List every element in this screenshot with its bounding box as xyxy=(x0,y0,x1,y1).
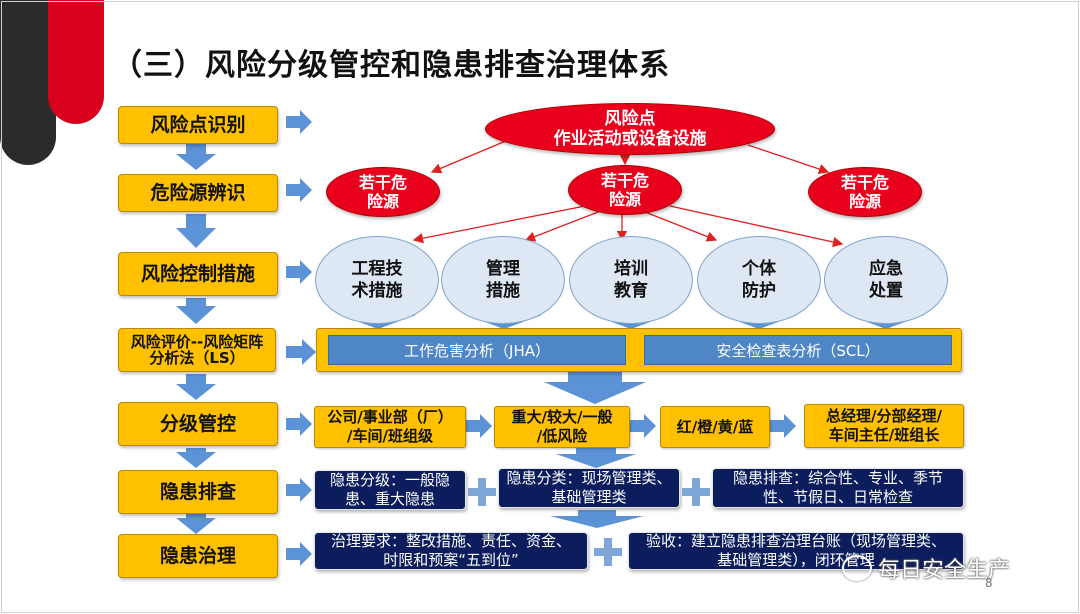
wechat-icon xyxy=(842,555,872,581)
grading-label: 红/橙/黄/蓝 xyxy=(676,417,754,436)
grading-colors: 红/橙/黄/蓝 xyxy=(660,406,770,448)
hazard-label: 险源 xyxy=(848,192,881,211)
right-arrow-1 xyxy=(286,110,312,134)
big-down-arrow-2 xyxy=(556,446,636,468)
right-arrow-10 xyxy=(770,414,796,438)
decor-red-tab xyxy=(48,0,104,124)
measure-label: 术措施 xyxy=(351,281,403,301)
inspection-label: 性、节假日、日常检查 xyxy=(762,488,913,506)
step-risk-assessment: 风险评价--风险矩阵分析法（LS） xyxy=(118,328,276,372)
step-down-arrows xyxy=(176,144,216,534)
step-right-arrows xyxy=(286,110,796,566)
hazard-label: 若干危 xyxy=(600,170,649,190)
measure-label: 教育 xyxy=(614,281,648,301)
step-hazard-identification: 危险源辨识 xyxy=(118,174,278,212)
red-connectors xyxy=(412,134,844,248)
grading-label: 总经理/分部经理/ xyxy=(826,407,942,426)
big-down-arrow-1 xyxy=(544,370,646,404)
measure-label: 处置 xyxy=(869,281,903,301)
measure-training: 培训 教育 xyxy=(569,236,693,324)
right-arrow-4 xyxy=(286,339,316,365)
step-hazard-governance: 隐患治理 xyxy=(118,534,278,578)
down-arrow-4 xyxy=(176,374,216,400)
inspection-category: 隐患分类：现场管理类、 基础管理类 xyxy=(498,468,680,508)
grading-responsibility: 总经理/分部经理/ 车间主任/班组长 xyxy=(804,404,964,448)
right-arrow-2 xyxy=(286,178,312,202)
measure-label: 个体 xyxy=(742,258,776,279)
grading-label: /低风险 xyxy=(536,427,588,445)
grading-risk-levels: 重大/较大/一般 /低风险 xyxy=(494,406,630,448)
step-risk-control-measures: 风险控制措施 xyxy=(118,252,278,296)
grading-levels: 公司/事业部（厂） /车间/班组级 xyxy=(314,406,466,448)
down-arrow-1 xyxy=(176,144,216,170)
page-number: 8 xyxy=(985,576,993,590)
grading-label: /车间/班组级 xyxy=(347,427,433,445)
measure-management: 管理 措施 xyxy=(441,236,565,324)
measure-emergency: 应急 处置 xyxy=(824,236,948,324)
hazard-ellipse-left: 若干危 险源 xyxy=(326,167,440,217)
governance-label: 治理要求：整改措施、责任、资金、 xyxy=(330,532,571,551)
watermark-text: 每日安全生产 xyxy=(878,558,1011,583)
right-arrow-3 xyxy=(286,260,312,284)
step-hazard-inspection: 隐患排查 xyxy=(118,470,278,514)
inspection-label: 隐患分级：一般隐 xyxy=(329,471,450,490)
measure-label: 措施 xyxy=(486,281,520,301)
measure-label: 应急 xyxy=(869,258,903,279)
grading-label: 重大/较大/一般 xyxy=(511,408,613,427)
hazard-label: 若干危 xyxy=(358,172,407,192)
plus-icon xyxy=(682,478,710,506)
hazard-label: 险源 xyxy=(608,190,641,209)
measure-label: 工程技 xyxy=(351,258,403,279)
analysis-jha: 工作危害分析（JHA） xyxy=(328,335,626,365)
down-arrow-6 xyxy=(176,514,216,534)
inspection-label: 隐患排查：综合性、专业、季节 xyxy=(732,469,943,488)
risk-point-ellipse: 风险点 作业活动或设备设施 xyxy=(485,103,775,155)
governance-acceptance: 验收：建立隐患排查治理台账（现场管理类、 基础管理类），闭环管理 xyxy=(628,532,964,570)
inspection-label: 患、重大隐患 xyxy=(344,490,435,508)
step-graded-control: 分级管控 xyxy=(118,402,278,446)
measure-label: 管理 xyxy=(486,258,520,279)
governance-label: 验收：建立隐患排查治理台账（现场管理类、 xyxy=(645,532,946,551)
inspection-label: 基础管理类 xyxy=(551,488,627,506)
watermark: 每日安全生产 xyxy=(842,552,1010,584)
page-title: （三）风险分级管控和隐患排查治理体系 xyxy=(112,48,670,83)
down-arrow-5 xyxy=(176,448,216,468)
hazard-ellipse-right: 若干危 险源 xyxy=(808,167,922,217)
grading-label: 公司/事业部（厂） xyxy=(327,408,453,427)
governance-requirements: 治理要求：整改措施、责任、资金、 时限和预案“五到位” xyxy=(314,532,588,570)
governance-label: 基础管理类），闭环管理 xyxy=(717,551,875,569)
governance-label: 时限和预案“五到位” xyxy=(383,551,519,569)
right-arrow-9 xyxy=(630,414,656,438)
plus-icon xyxy=(594,538,622,566)
right-arrow-5 xyxy=(286,412,312,436)
step-risk-point-identification: 风险点识别 xyxy=(118,106,278,144)
inspection-classification-level: 隐患分级：一般隐 患、重大隐患 xyxy=(314,470,466,510)
right-arrow-8 xyxy=(466,414,492,438)
inspection-types: 隐患排查：综合性、专业、季节 性、节假日、日常检查 xyxy=(712,468,964,508)
measure-engineering: 工程技 术措施 xyxy=(315,236,439,324)
big-down-arrow-3 xyxy=(550,510,644,528)
right-arrow-7 xyxy=(286,542,312,566)
measure-label: 防护 xyxy=(742,281,776,301)
risk-point-line2: 作业活动或设备设施 xyxy=(553,129,707,149)
analysis-scl: 安全检查表分析（SCL） xyxy=(644,335,952,365)
inspection-label: 隐患分类：现场管理类、 xyxy=(506,469,672,488)
hazard-ellipse-center: 若干危 险源 xyxy=(568,165,682,215)
hazard-label: 若干危 xyxy=(840,172,889,192)
grading-label: 车间主任/班组长 xyxy=(828,426,940,444)
decor-dark-tab xyxy=(0,0,56,165)
hazard-label: 险源 xyxy=(366,192,399,211)
down-arrow-3 xyxy=(176,298,216,324)
right-arrow-6 xyxy=(286,478,312,502)
risk-point-line1: 风险点 xyxy=(604,108,656,129)
plus-icon xyxy=(468,478,496,506)
measure-personal-protection: 个体 防护 xyxy=(697,236,821,324)
down-arrow-2 xyxy=(176,214,216,248)
measure-label: 培训 xyxy=(614,258,648,279)
